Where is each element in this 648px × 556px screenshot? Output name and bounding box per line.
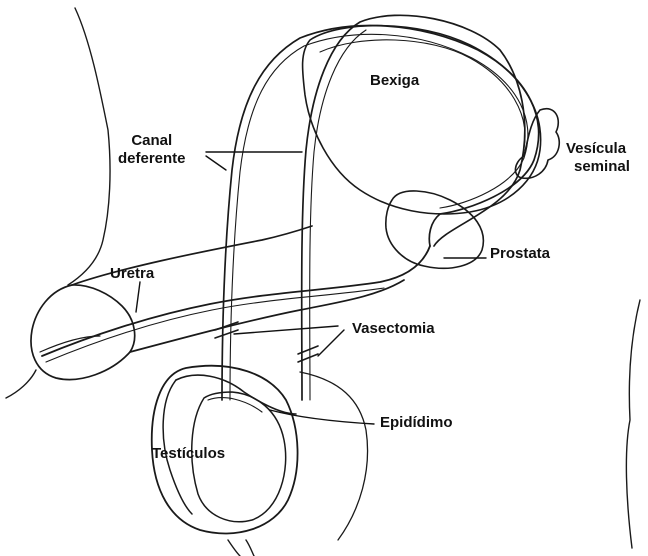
bladder-outline (303, 26, 541, 214)
label-vasectomia: Vasectomia (352, 320, 435, 338)
label-uretra: Uretra (110, 265, 154, 283)
epididymis (176, 375, 296, 414)
label-canal-line1: Canal (118, 132, 186, 150)
label-canal-line2: deferente (118, 150, 186, 168)
penis-shaft-top (72, 226, 312, 285)
label-epididimo: Epidídimo (380, 414, 453, 432)
urethra-inner (46, 288, 384, 362)
body-outline-right (626, 300, 640, 548)
label-vesicula-line1: Vesícula (566, 140, 630, 158)
epididymis-inner (208, 398, 262, 412)
leader-vasectomia-left (234, 326, 338, 334)
spermatic-cord-bottom (228, 540, 254, 556)
prostate (386, 191, 484, 268)
label-prostata: Prostata (490, 245, 550, 263)
label-testiculos: Testículos (152, 445, 225, 463)
body-outline-left (68, 8, 110, 285)
body-outline-left-lower (6, 370, 36, 398)
label-canal-deferente: Canal deferente (118, 132, 186, 168)
leader-vasectomia-right (318, 330, 344, 356)
glans (31, 285, 135, 380)
leader-uretra (136, 282, 140, 312)
leader-canal-left (206, 156, 226, 170)
label-vesicula-seminal: Vesícula seminal (566, 140, 630, 176)
label-bexiga: Bexiga (370, 72, 419, 90)
urethra (42, 246, 430, 356)
bladder-inner (320, 40, 525, 148)
label-vesicula-line2: seminal (566, 158, 630, 176)
